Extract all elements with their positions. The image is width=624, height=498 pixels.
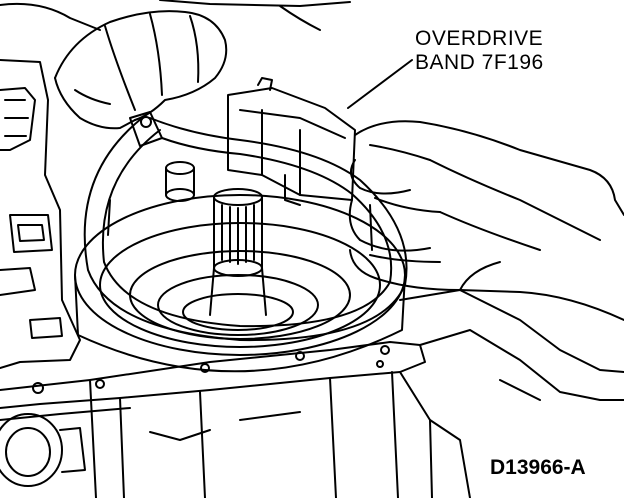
left-hand	[0, 0, 351, 130]
callout-leader-line	[347, 59, 413, 109]
figure-id-label: D13966-A	[490, 456, 586, 479]
interior-post	[165, 161, 301, 206]
clutch-drum	[74, 194, 406, 373]
case-housing-right	[399, 289, 624, 498]
case-flange	[0, 341, 426, 498]
right-hand	[348, 120, 624, 321]
callout-label-line1: OVERDRIVE	[415, 27, 544, 50]
input-shaft	[209, 188, 267, 316]
band-servo-bracket	[227, 77, 356, 201]
case-boss	[0, 413, 86, 487]
callout-label-line2: BAND 7F196	[415, 51, 544, 74]
case-housing-left	[0, 59, 81, 369]
